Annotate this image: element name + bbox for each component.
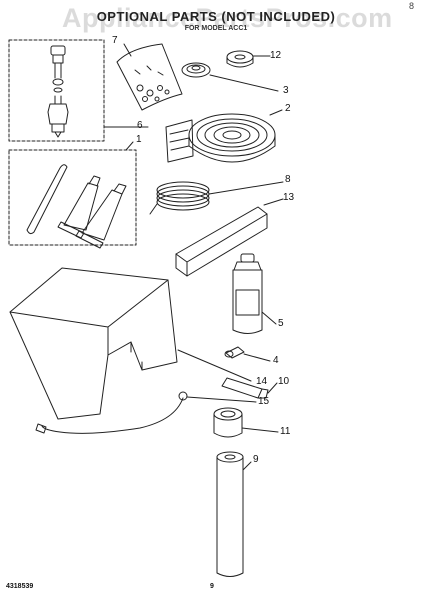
dashed-box-part-6	[8, 39, 105, 142]
tube-drawing-2	[75, 183, 127, 249]
callout-8: 8	[285, 174, 291, 185]
callout-9: 9	[253, 454, 259, 465]
callout-10: 10	[278, 376, 290, 387]
callout-2: 2	[285, 103, 291, 114]
page-subtitle: FOR MODEL ACC1	[184, 25, 248, 32]
callout-12: 12	[270, 50, 282, 61]
tape-roll-small-drawing	[226, 50, 254, 68]
callout-11: 11	[280, 426, 291, 437]
cover-drawing	[9, 267, 178, 420]
plug-drawing	[224, 346, 245, 359]
small-tube-drawing	[221, 377, 269, 399]
bottle-drawing	[232, 253, 263, 334]
callout-5: 5	[278, 318, 284, 329]
callout-1: 1	[136, 134, 142, 145]
callout-13: 13	[283, 192, 295, 203]
corner-mark: 8	[409, 1, 415, 11]
callout-7: 7	[112, 35, 118, 46]
callout-6: 6	[137, 120, 143, 131]
tape-roll-drawing	[213, 407, 243, 438]
spray-can-drawing	[216, 451, 244, 577]
valve-assembly-drawing	[47, 45, 69, 138]
wire-coil-drawing	[149, 181, 210, 215]
callout-4: 4	[273, 355, 279, 366]
insulation-roll-drawing	[165, 113, 276, 163]
callout-14: 14	[256, 376, 268, 387]
callout-15: 15	[258, 396, 270, 407]
callout-3: 3	[283, 85, 289, 96]
applicator-stick-drawing	[26, 164, 68, 235]
power-cord-drawing	[35, 391, 188, 434]
foam-block-drawing	[175, 206, 268, 277]
dashed-box-part-1	[8, 149, 137, 246]
page-title: OPTIONAL PARTS (NOT INCLUDED)	[96, 9, 336, 24]
footer-page-number: 9	[210, 583, 214, 590]
parts-bag-drawing	[116, 43, 183, 111]
tube-drawing-1	[57, 175, 101, 239]
watermark: AppliancePartsPros.com	[62, 3, 393, 33]
small-coil-drawing	[181, 62, 211, 78]
footer-part-number: 4318539	[6, 583, 34, 590]
